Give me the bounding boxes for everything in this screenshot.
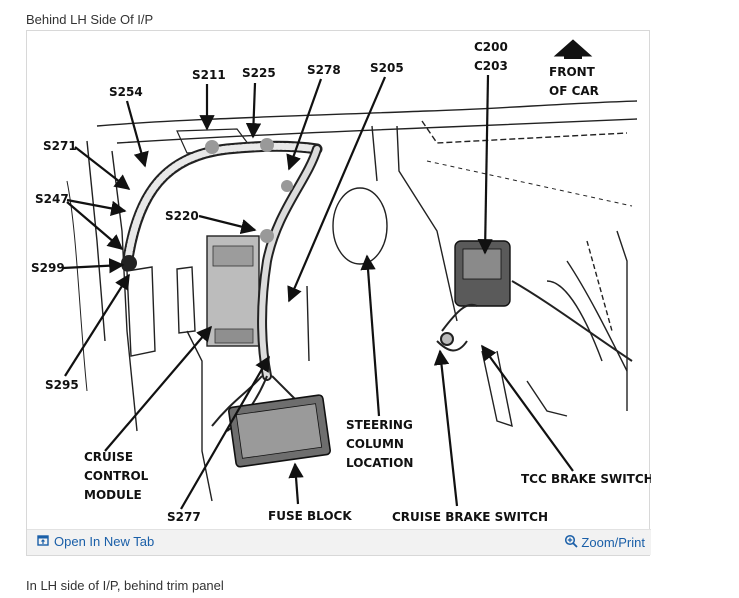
- label-tcc-brake-switch: TCC BRAKE SWITCH: [521, 472, 651, 486]
- open-in-new-tab-label: Open In New Tab: [54, 534, 155, 549]
- label-s247: S247: [35, 192, 69, 206]
- front-arrow-stem: [564, 55, 582, 59]
- figure-footer: Open In New Tab Zoom/Print: [27, 529, 651, 555]
- arrow-cruise-module: [104, 325, 213, 452]
- arrow-tcc: [481, 344, 574, 472]
- label-s220: S220: [165, 209, 199, 223]
- arrow-fuse-block: [288, 462, 304, 505]
- fuse-block-shape: [227, 394, 331, 468]
- label-steering: STEERING: [346, 418, 413, 432]
- label-s278: S278: [307, 63, 341, 77]
- brake-switch-wiring: [436, 280, 633, 362]
- label-fuse-block: FUSE BLOCK: [268, 509, 352, 523]
- arrow-s247b: [66, 201, 124, 251]
- diagram-svg: S211 S225 S278 S205 C200 C203 FRONT OF C…: [31, 39, 651, 524]
- label-s225: S225: [242, 66, 276, 80]
- arrow-s271: [74, 146, 131, 190]
- leader-arrows: [62, 74, 574, 510]
- label-cruise: CRUISE: [84, 450, 133, 464]
- label-cruise-brake-switch: CRUISE BRAKE SWITCH: [392, 510, 548, 524]
- steering-column-outline: [332, 187, 388, 265]
- arrow-s278: [286, 78, 323, 171]
- label-s277: S277: [167, 510, 201, 524]
- label-c203: C203: [474, 59, 508, 73]
- label-c200: C200: [474, 40, 508, 54]
- front-of-car-arrow: [553, 39, 593, 57]
- open-new-tab-icon: [37, 534, 49, 549]
- arrow-s225: [245, 82, 262, 139]
- label-s205: S205: [370, 61, 404, 75]
- cruise-control-module-shape: [206, 235, 260, 347]
- label-location: LOCATION: [346, 456, 413, 470]
- label-s295: S295: [45, 378, 79, 392]
- label-column: COLUMN: [346, 437, 404, 451]
- open-in-new-tab-link[interactable]: Open In New Tab: [37, 534, 154, 549]
- page-title: Behind LH Side Of I/P: [26, 12, 154, 27]
- zoom-print-label: Zoom/Print: [581, 535, 645, 550]
- arrow-s254: [125, 100, 149, 168]
- label-s211: S211: [192, 68, 226, 82]
- figure-card: S211 S225 S278 S205 C200 C203 FRONT OF C…: [26, 30, 651, 556]
- label-module: MODULE: [84, 488, 142, 502]
- label-of-car: OF CAR: [549, 84, 599, 98]
- arrow-s247a: [66, 198, 127, 216]
- label-control: CONTROL: [84, 469, 149, 483]
- label-s299: S299: [31, 261, 65, 275]
- figure-caption: In LH side of I/P, behind trim panel: [26, 578, 224, 593]
- arrow-cruise-brake: [433, 349, 459, 507]
- arrow-c200: [477, 74, 493, 255]
- arrow-s299: [62, 258, 125, 274]
- wiring-harness: [121, 138, 323, 432]
- arrow-steering: [360, 254, 381, 417]
- arrow-s277: [180, 355, 270, 510]
- zoom-print-link[interactable]: Zoom/Print: [564, 534, 645, 551]
- arrow-s295: [64, 273, 130, 377]
- wiring-diagram: S211 S225 S278 S205 C200 C203 FRONT OF C…: [27, 31, 651, 531]
- label-s254: S254: [109, 85, 143, 99]
- arrow-s220: [198, 214, 257, 235]
- arrow-s205: [287, 76, 387, 303]
- label-front: FRONT: [549, 65, 596, 79]
- connector-c200-c203-shape: [454, 240, 511, 307]
- magnifier-plus-icon: [564, 534, 579, 551]
- label-s271: S271: [43, 139, 77, 153]
